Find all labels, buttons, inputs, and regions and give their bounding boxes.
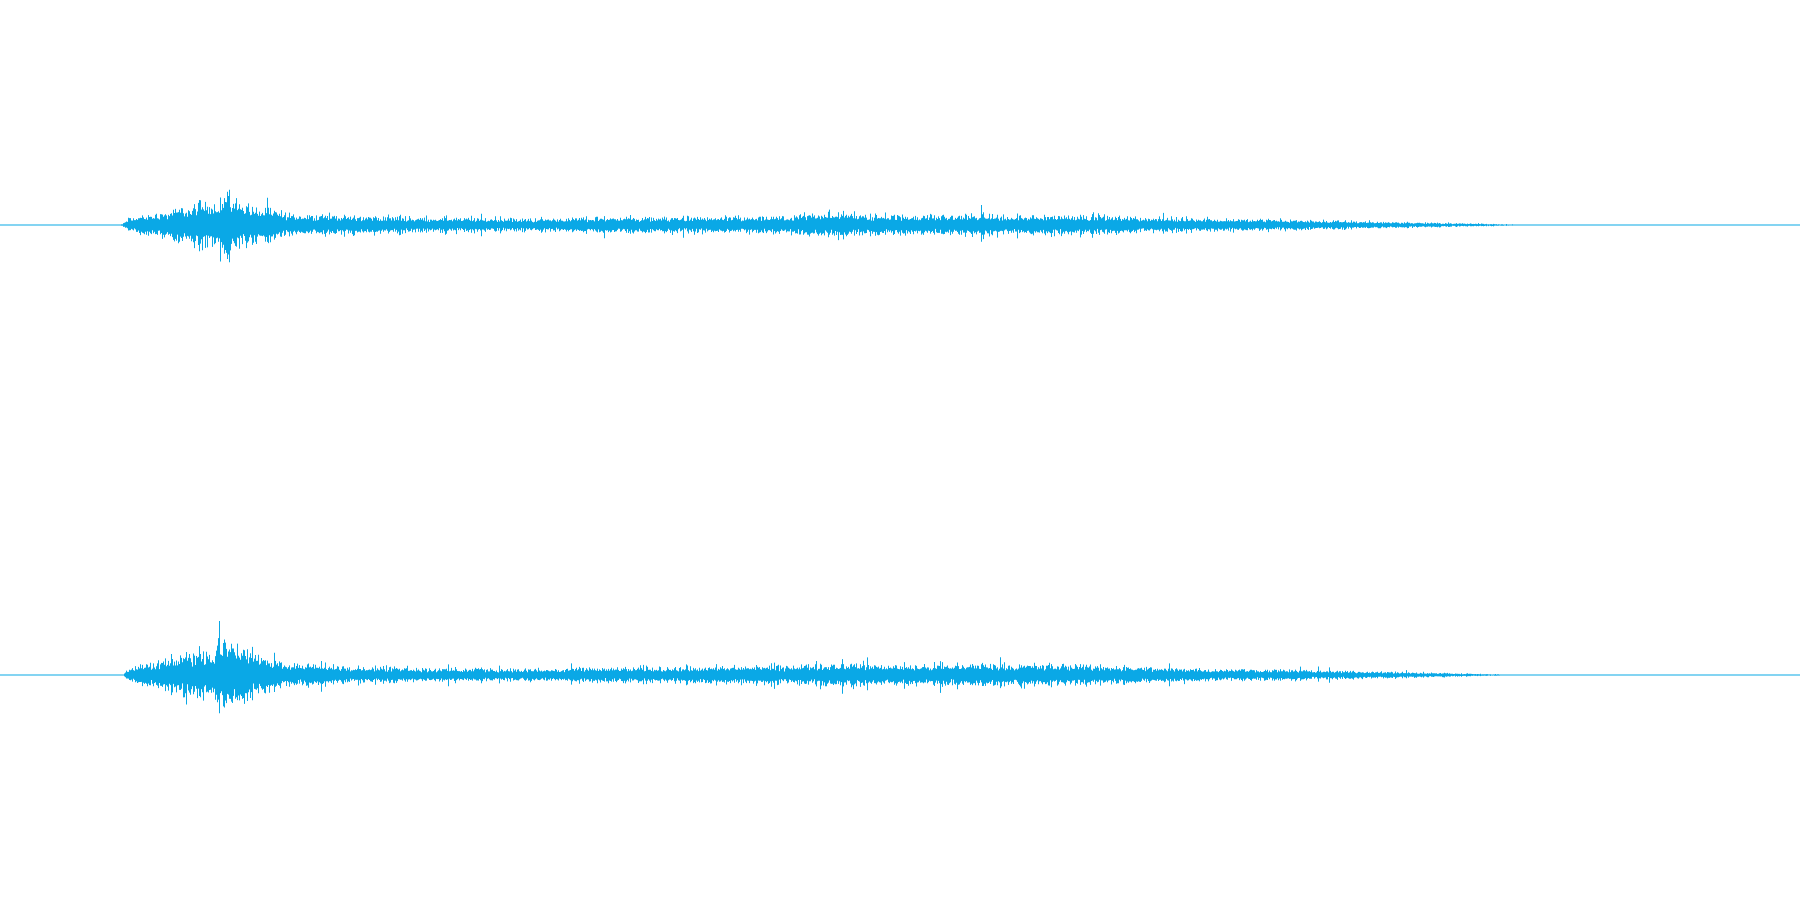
channel-1-waveform-path	[119, 189, 1528, 263]
channel-2-waveform-path	[123, 621, 1528, 714]
waveform-channel-1	[0, 189, 1800, 263]
channel-2-waveform	[123, 621, 1528, 714]
waveform-channel-2	[0, 621, 1800, 714]
channel-1-waveform	[119, 189, 1528, 263]
